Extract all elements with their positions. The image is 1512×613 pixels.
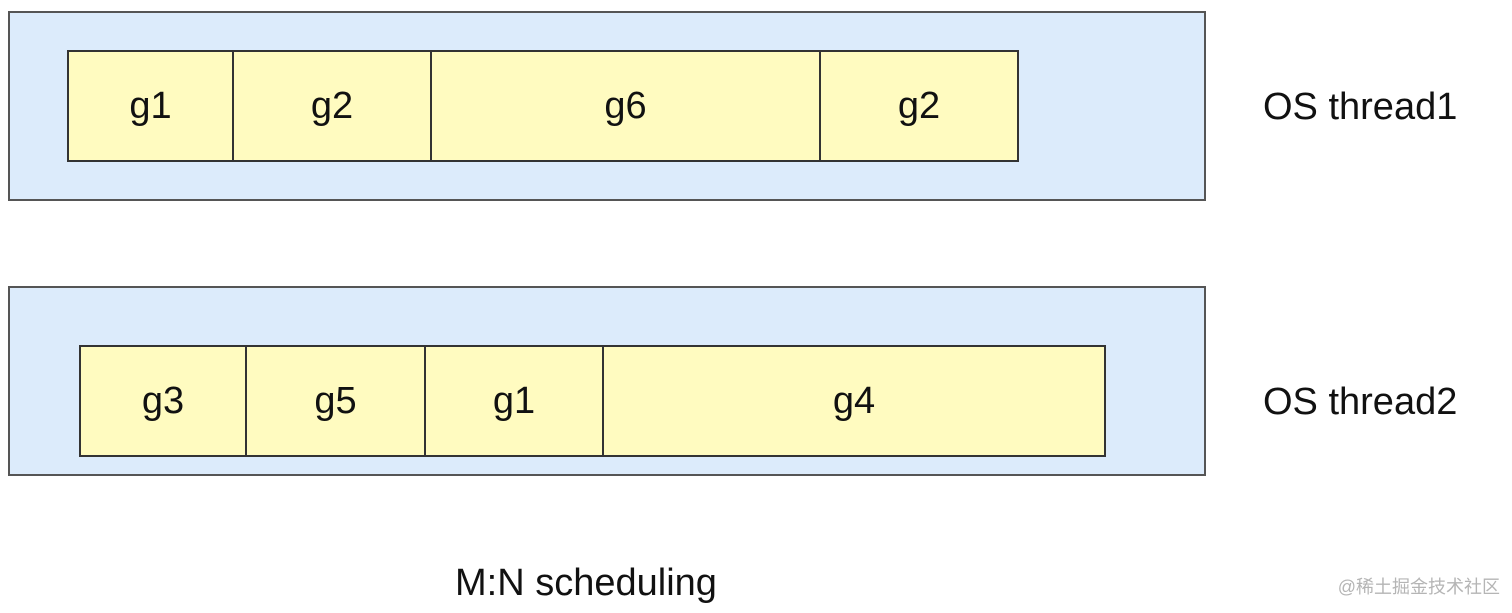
goroutine-slot: g4 [832, 379, 876, 422]
goroutine-slot: g2 [897, 84, 941, 127]
os-thread-2-goroutine-row: g3 g5 g1 g4 [79, 345, 1106, 457]
goroutine-slot: g1 [69, 52, 234, 160]
diagram-caption: M:N scheduling [455, 562, 717, 604]
goroutine-slot: g2 [234, 52, 432, 160]
os-thread-1-goroutine-row: g1 g2 g6 g2 [67, 50, 1019, 162]
os-thread-2-label: OS thread2 [1263, 381, 1458, 423]
goroutine-slot: g1 [426, 347, 604, 455]
goroutine-slot: g6 [432, 52, 821, 160]
goroutine-slot: g3 [81, 347, 247, 455]
goroutine-slot: g5 [247, 347, 426, 455]
watermark: @稀土掘金技术社区 [1337, 577, 1500, 597]
os-thread-1-label: OS thread1 [1263, 86, 1458, 128]
